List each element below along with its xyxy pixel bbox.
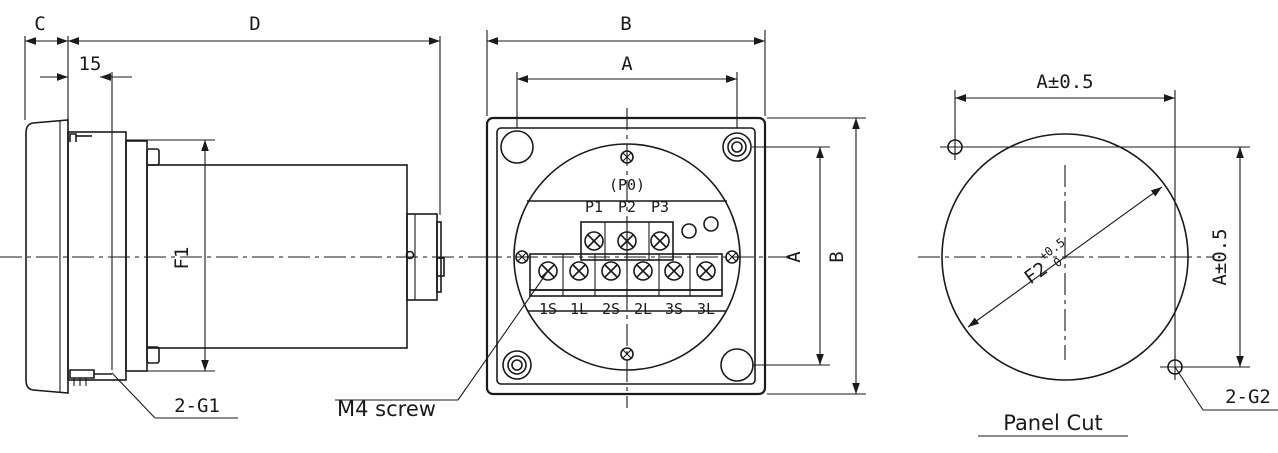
panel-cut-view: A±0.5 A±0.5 F2 +0.5 0 2-G2 Panel Cut [918,71,1278,437]
mount-stud-bl [502,350,532,380]
dim-f2-label: F2 [1020,258,1051,289]
stud-boss-bottom [146,346,160,364]
leader-m4 [457,270,549,401]
leader-g2 [1174,366,1204,411]
terminal-3s [664,261,684,281]
label-2l: 2L [634,300,652,318]
panel-cutout-circle [941,133,1189,381]
dim-d-label: D [249,13,260,35]
label-1s: 1S [539,300,557,318]
terminal-3l [696,261,716,281]
dim-c-label: C [34,13,45,35]
stud-top [69,133,77,142]
terminal-2s [601,261,621,281]
label-p3: P3 [651,198,669,216]
corner-hole-tl [500,130,534,164]
dim-panel-a-side-label: A±0.5 [1209,228,1231,285]
dim-f2-label-group: F2 +0.5 0 [1020,235,1068,289]
dim-a-right-label: A [783,251,805,263]
case-outer [485,116,767,396]
label-1l: 1L [570,300,588,318]
dim-line-f2 [967,186,1163,328]
side-view: C D 15 F1 2-G1 [0,13,480,419]
label-3s: 3S [665,300,683,318]
panel-cut-title: Panel Cut [1003,411,1103,435]
dim-f1-label: F1 [171,247,193,270]
stud-bottom [69,369,95,379]
corner-hole-br [720,348,754,382]
label-p2: P2 [618,198,636,216]
mount-stud-tr [722,132,752,162]
small-hole-1 [681,223,697,239]
label-p1: P1 [585,198,603,216]
stud-boss-top [146,148,160,166]
terminal-2l [633,261,653,281]
screw-callout: M4 screw [337,397,436,421]
small-hole-2 [703,216,719,232]
callout-g1: 2-G1 [174,395,220,417]
terminal-p1 [584,231,604,251]
dim-15-label: 15 [79,53,102,75]
label-p0: (P0) [609,176,645,194]
terminal-p3 [650,231,670,251]
leader-g1 [111,372,156,419]
mounting-flange [67,131,127,381]
case-inner [496,127,756,385]
dim-b-top-label: B [620,13,631,35]
dim-b-right-label: B [826,251,848,262]
dim-a-top-label: A [621,53,633,75]
dim-panel-a-top-label: A±0.5 [1036,71,1093,93]
terminal-1l [569,261,589,281]
label-2s: 2S [602,300,620,318]
rear-view: B A A B (P0) P1 P2 P3 1S 1L 2S 2L 3S 3L … [335,13,866,421]
label-3l: 3L [697,300,715,318]
callout-g2: 2-G2 [1225,386,1271,408]
front-bezel [25,119,69,394]
